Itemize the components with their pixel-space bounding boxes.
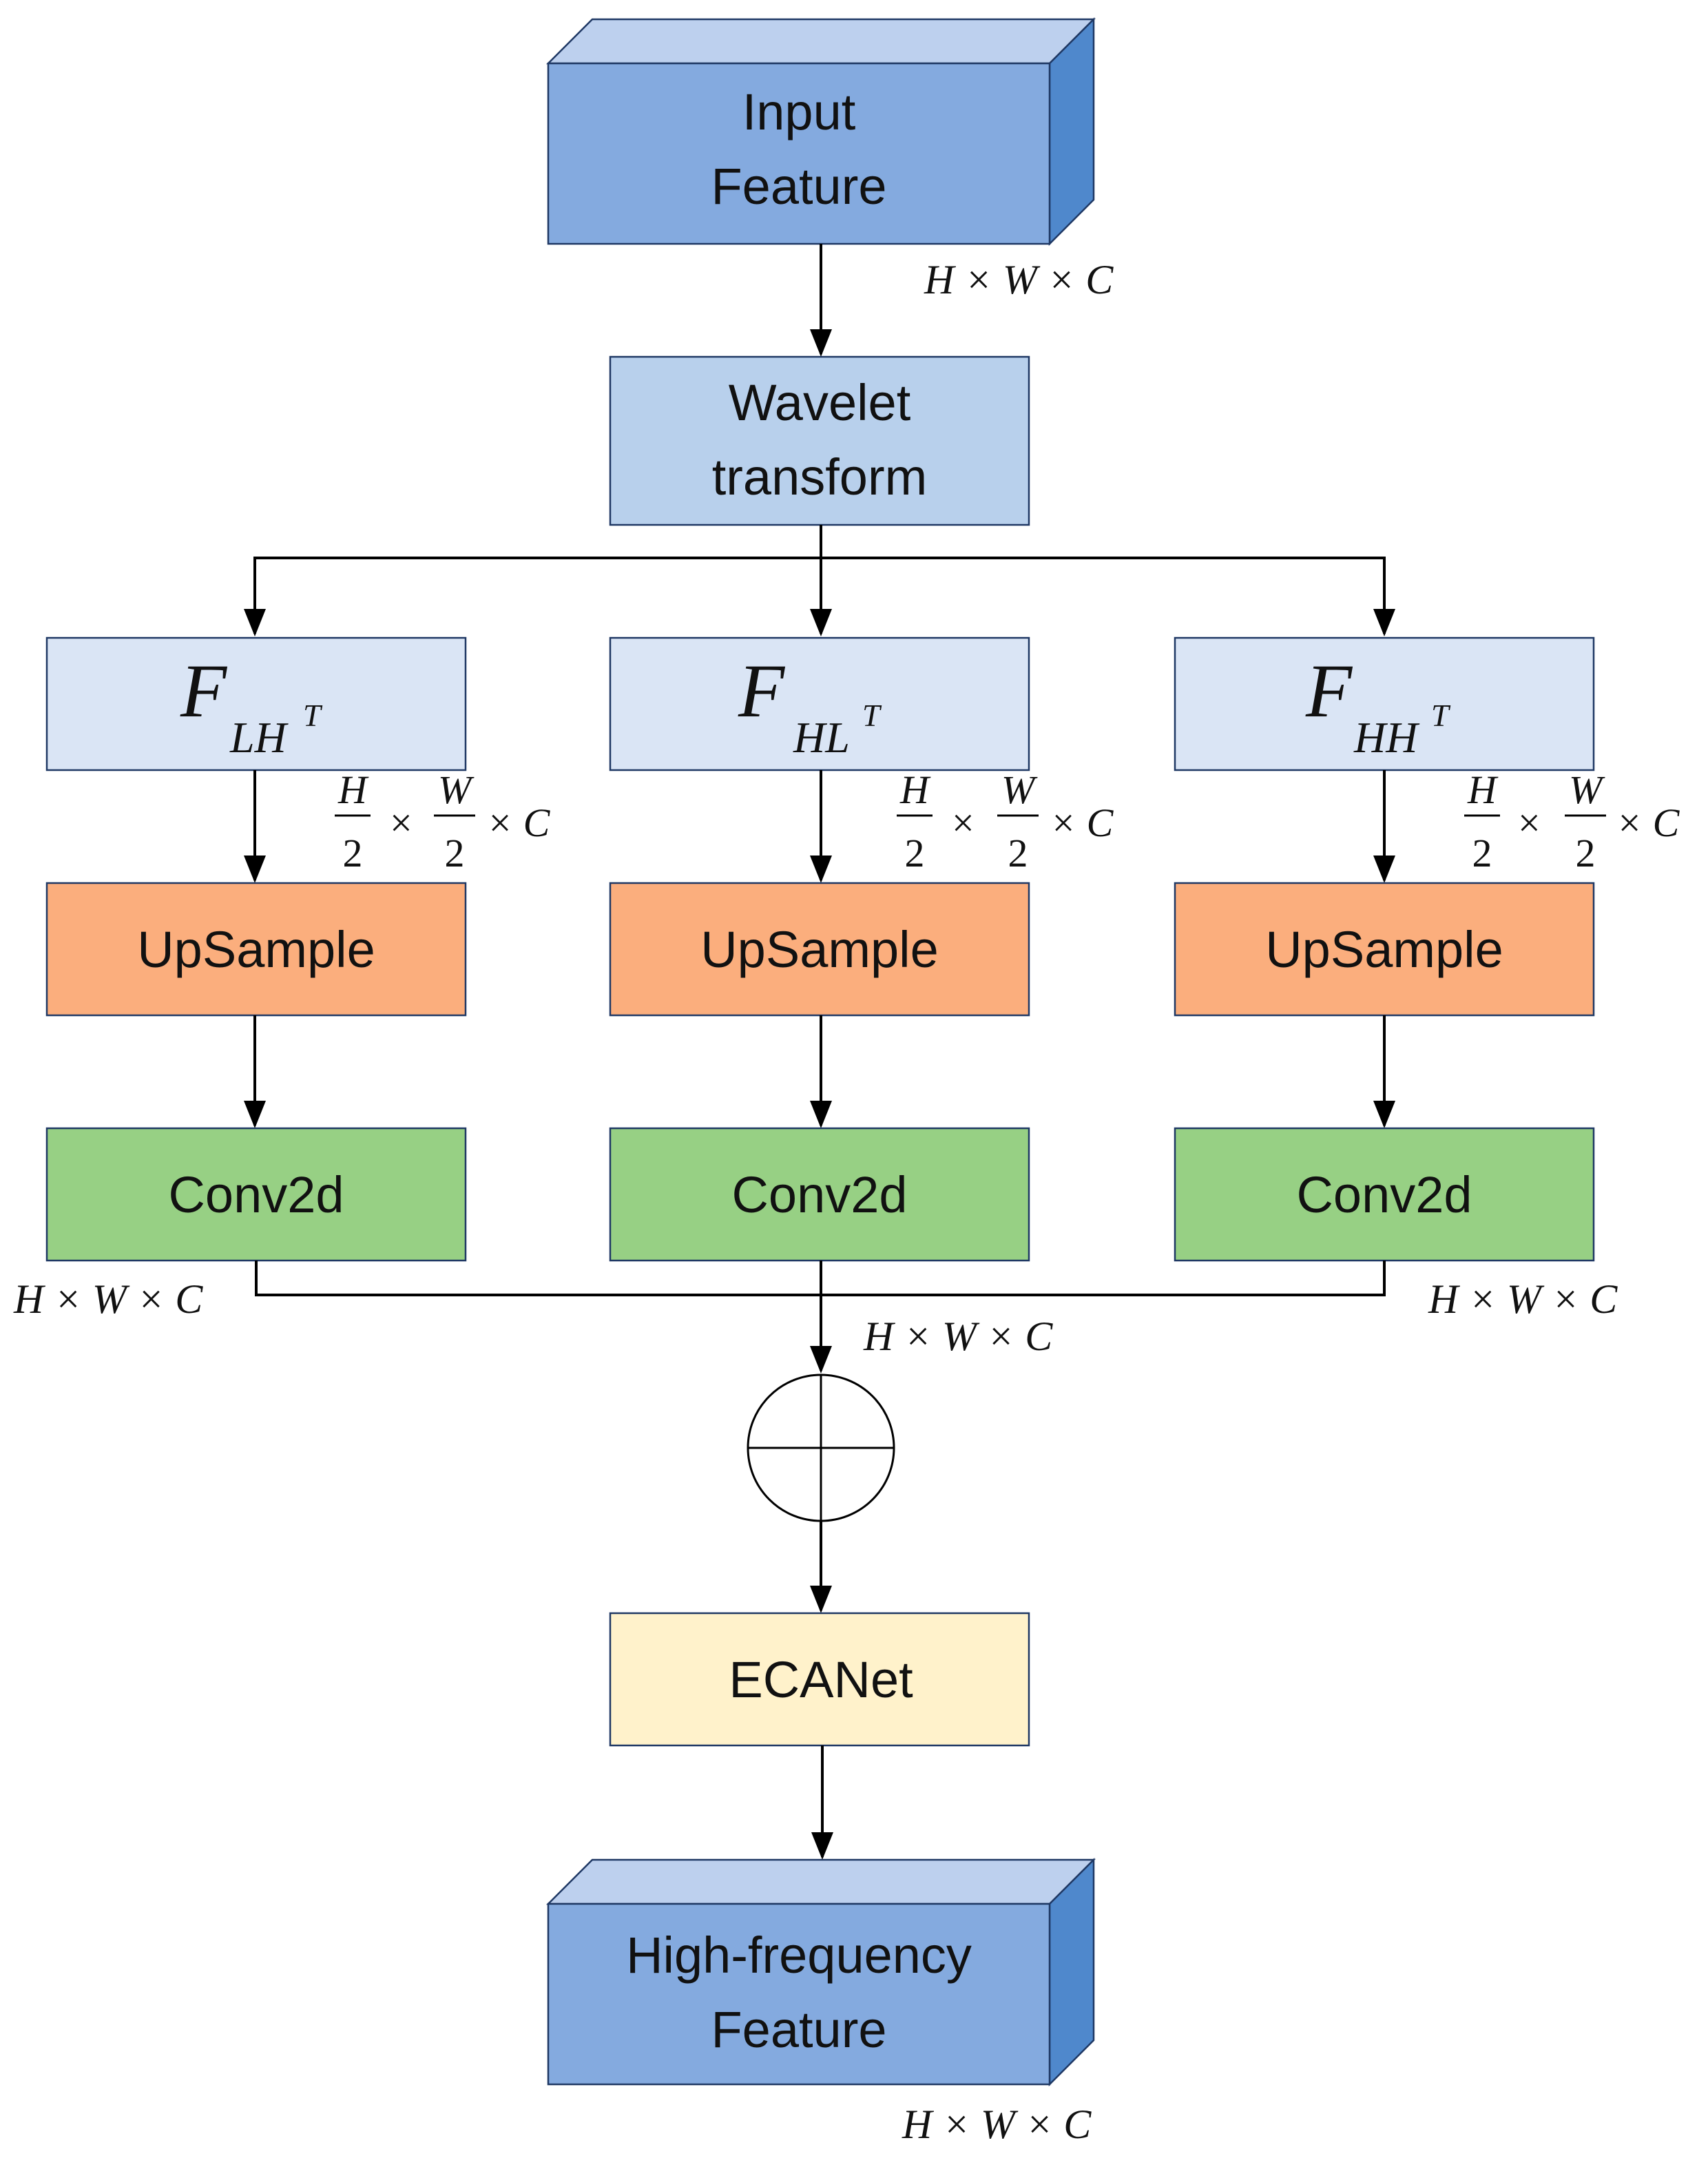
conv-label-hl: Conv2d xyxy=(731,1166,907,1223)
frac-den-h-hl: 2 xyxy=(905,831,925,875)
frac-num-w-lh: W xyxy=(438,767,475,812)
dims-tail-hl: × C xyxy=(1050,800,1114,845)
subband-f-hl: F xyxy=(738,649,786,733)
output-feature-top xyxy=(545,1858,1096,1905)
input-feature-top xyxy=(545,18,1096,65)
dims-tail-lh: × C xyxy=(486,800,551,845)
frac-num-w-hl: W xyxy=(1001,767,1038,812)
conv-box-lh xyxy=(45,1127,467,1262)
times-hl: × xyxy=(952,800,975,845)
output-feature-line1: High-frequency xyxy=(626,1927,972,1984)
sum-node xyxy=(747,1373,895,1522)
frac-den-w-hh: 2 xyxy=(1576,831,1596,875)
wavelet-transform-box: Wavelet transform xyxy=(609,355,1030,526)
ecanet-rect xyxy=(609,1612,1030,1747)
conv-label-lh: Conv2d xyxy=(168,1166,344,1223)
ecanet-box: ECANet xyxy=(609,1612,1030,1747)
branch-lh: F LH T H 2 × W 2 × C UpSample Conv2d xyxy=(45,636,551,1262)
times-lh: × xyxy=(390,800,413,845)
times-hh: × xyxy=(1518,800,1541,845)
frac-den-h-hh: 2 xyxy=(1472,831,1492,875)
input-feature-front xyxy=(547,62,1051,245)
subband-sup-hh: T xyxy=(1431,698,1451,733)
subband-box-lh xyxy=(45,636,467,771)
wavelet-line2: transform xyxy=(712,448,928,506)
subband-sub-lh: LH xyxy=(229,713,289,762)
upsample-box-hh xyxy=(1174,882,1595,1017)
conv-dims-center: H × W × C xyxy=(863,1314,1053,1359)
subband-sup-hl: T xyxy=(862,698,882,733)
ecanet-label: ECANet xyxy=(729,1651,913,1708)
subband-box-hl xyxy=(609,636,1030,771)
dims-tail-hh: × C xyxy=(1616,800,1680,845)
subband-box-hh xyxy=(1174,636,1595,771)
frac-den-w-lh: 2 xyxy=(445,831,465,875)
branch-hh: F HH T H 2 × W 2 × C UpSample Conv2d xyxy=(1174,636,1680,1262)
upsample-label-lh: UpSample xyxy=(137,921,375,978)
conv-box-hl xyxy=(609,1127,1030,1262)
output-feature-block: High-frequency Feature xyxy=(545,1857,1096,2087)
upsample-label-hh: UpSample xyxy=(1265,921,1503,978)
frac-den-h-lh: 2 xyxy=(343,831,363,875)
subband-sup-lh: T xyxy=(303,698,323,733)
input-dims-label: H × W × C xyxy=(924,257,1114,302)
upsample-label-hl: UpSample xyxy=(700,921,939,978)
subband-f-lh: F xyxy=(180,649,228,733)
conv-dims-left: H × W × C xyxy=(13,1276,203,1322)
frac-den-w-hl: 2 xyxy=(1008,831,1028,875)
frac-num-h-hh: H xyxy=(1467,767,1499,812)
upsample-box-hl xyxy=(609,882,1030,1017)
subband-sub-hh: HH xyxy=(1353,713,1420,762)
branch-hl: F HL T H 2 × W 2 × C UpSample Conv2d xyxy=(609,636,1114,1262)
input-feature-line1: Input xyxy=(742,83,856,141)
output-feature-line2: Feature xyxy=(711,2001,886,2058)
output-feature-front xyxy=(547,1902,1051,2086)
conv-dims-right: H × W × C xyxy=(1428,1276,1618,1322)
input-feature-line2: Feature xyxy=(711,158,886,215)
conv-label-hh: Conv2d xyxy=(1296,1166,1472,1223)
subband-f-hh: F xyxy=(1305,649,1353,733)
wavelet-transform-rect xyxy=(609,355,1030,526)
wavelet-line1: Wavelet xyxy=(729,374,911,431)
subband-sub-hl: HL xyxy=(793,713,850,762)
frac-num-w-hh: W xyxy=(1569,767,1605,812)
input-feature-block: Input Feature xyxy=(545,17,1096,247)
output-dims-label: H × W × C xyxy=(902,2102,1092,2147)
frac-num-h-hl: H xyxy=(899,767,931,812)
frac-num-h-lh: H xyxy=(337,767,369,812)
